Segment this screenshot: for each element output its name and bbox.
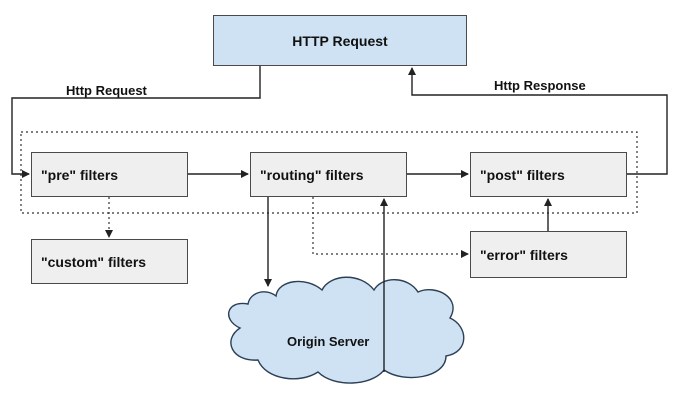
http-request-node: HTTP Request: [213, 15, 467, 66]
routing-to-error-dotted-arrow: [312, 197, 469, 258]
custom-filters-label: "custom" filters: [41, 253, 147, 270]
routing-filters-node: "routing" filters: [250, 152, 407, 197]
request-to-pre-arrow: [11, 66, 261, 178]
post-to-response-arrow: [408, 67, 668, 175]
routing-filters-label: "routing" filters: [260, 166, 364, 183]
origin-server-label: Origin Server: [287, 334, 370, 349]
pre-filters-label: "pre" filters: [41, 166, 119, 183]
origin-server-cloud: [228, 276, 465, 384]
pre-filters-node: "pre" filters: [31, 152, 188, 197]
http-request-edge-label: Http Request: [66, 83, 147, 98]
http-request-node-label: HTTP Request: [292, 32, 388, 49]
http-response-edge-label: Http Response: [494, 78, 586, 93]
error-filters-node: "error" filters: [470, 231, 627, 278]
custom-filters-node: "custom" filters: [31, 239, 188, 284]
post-filters-node: "post" filters: [470, 152, 627, 197]
error-filters-label: "error" filters: [480, 246, 568, 263]
filter-boundary: [20, 131, 638, 214]
post-filters-label: "post" filters: [480, 166, 565, 183]
